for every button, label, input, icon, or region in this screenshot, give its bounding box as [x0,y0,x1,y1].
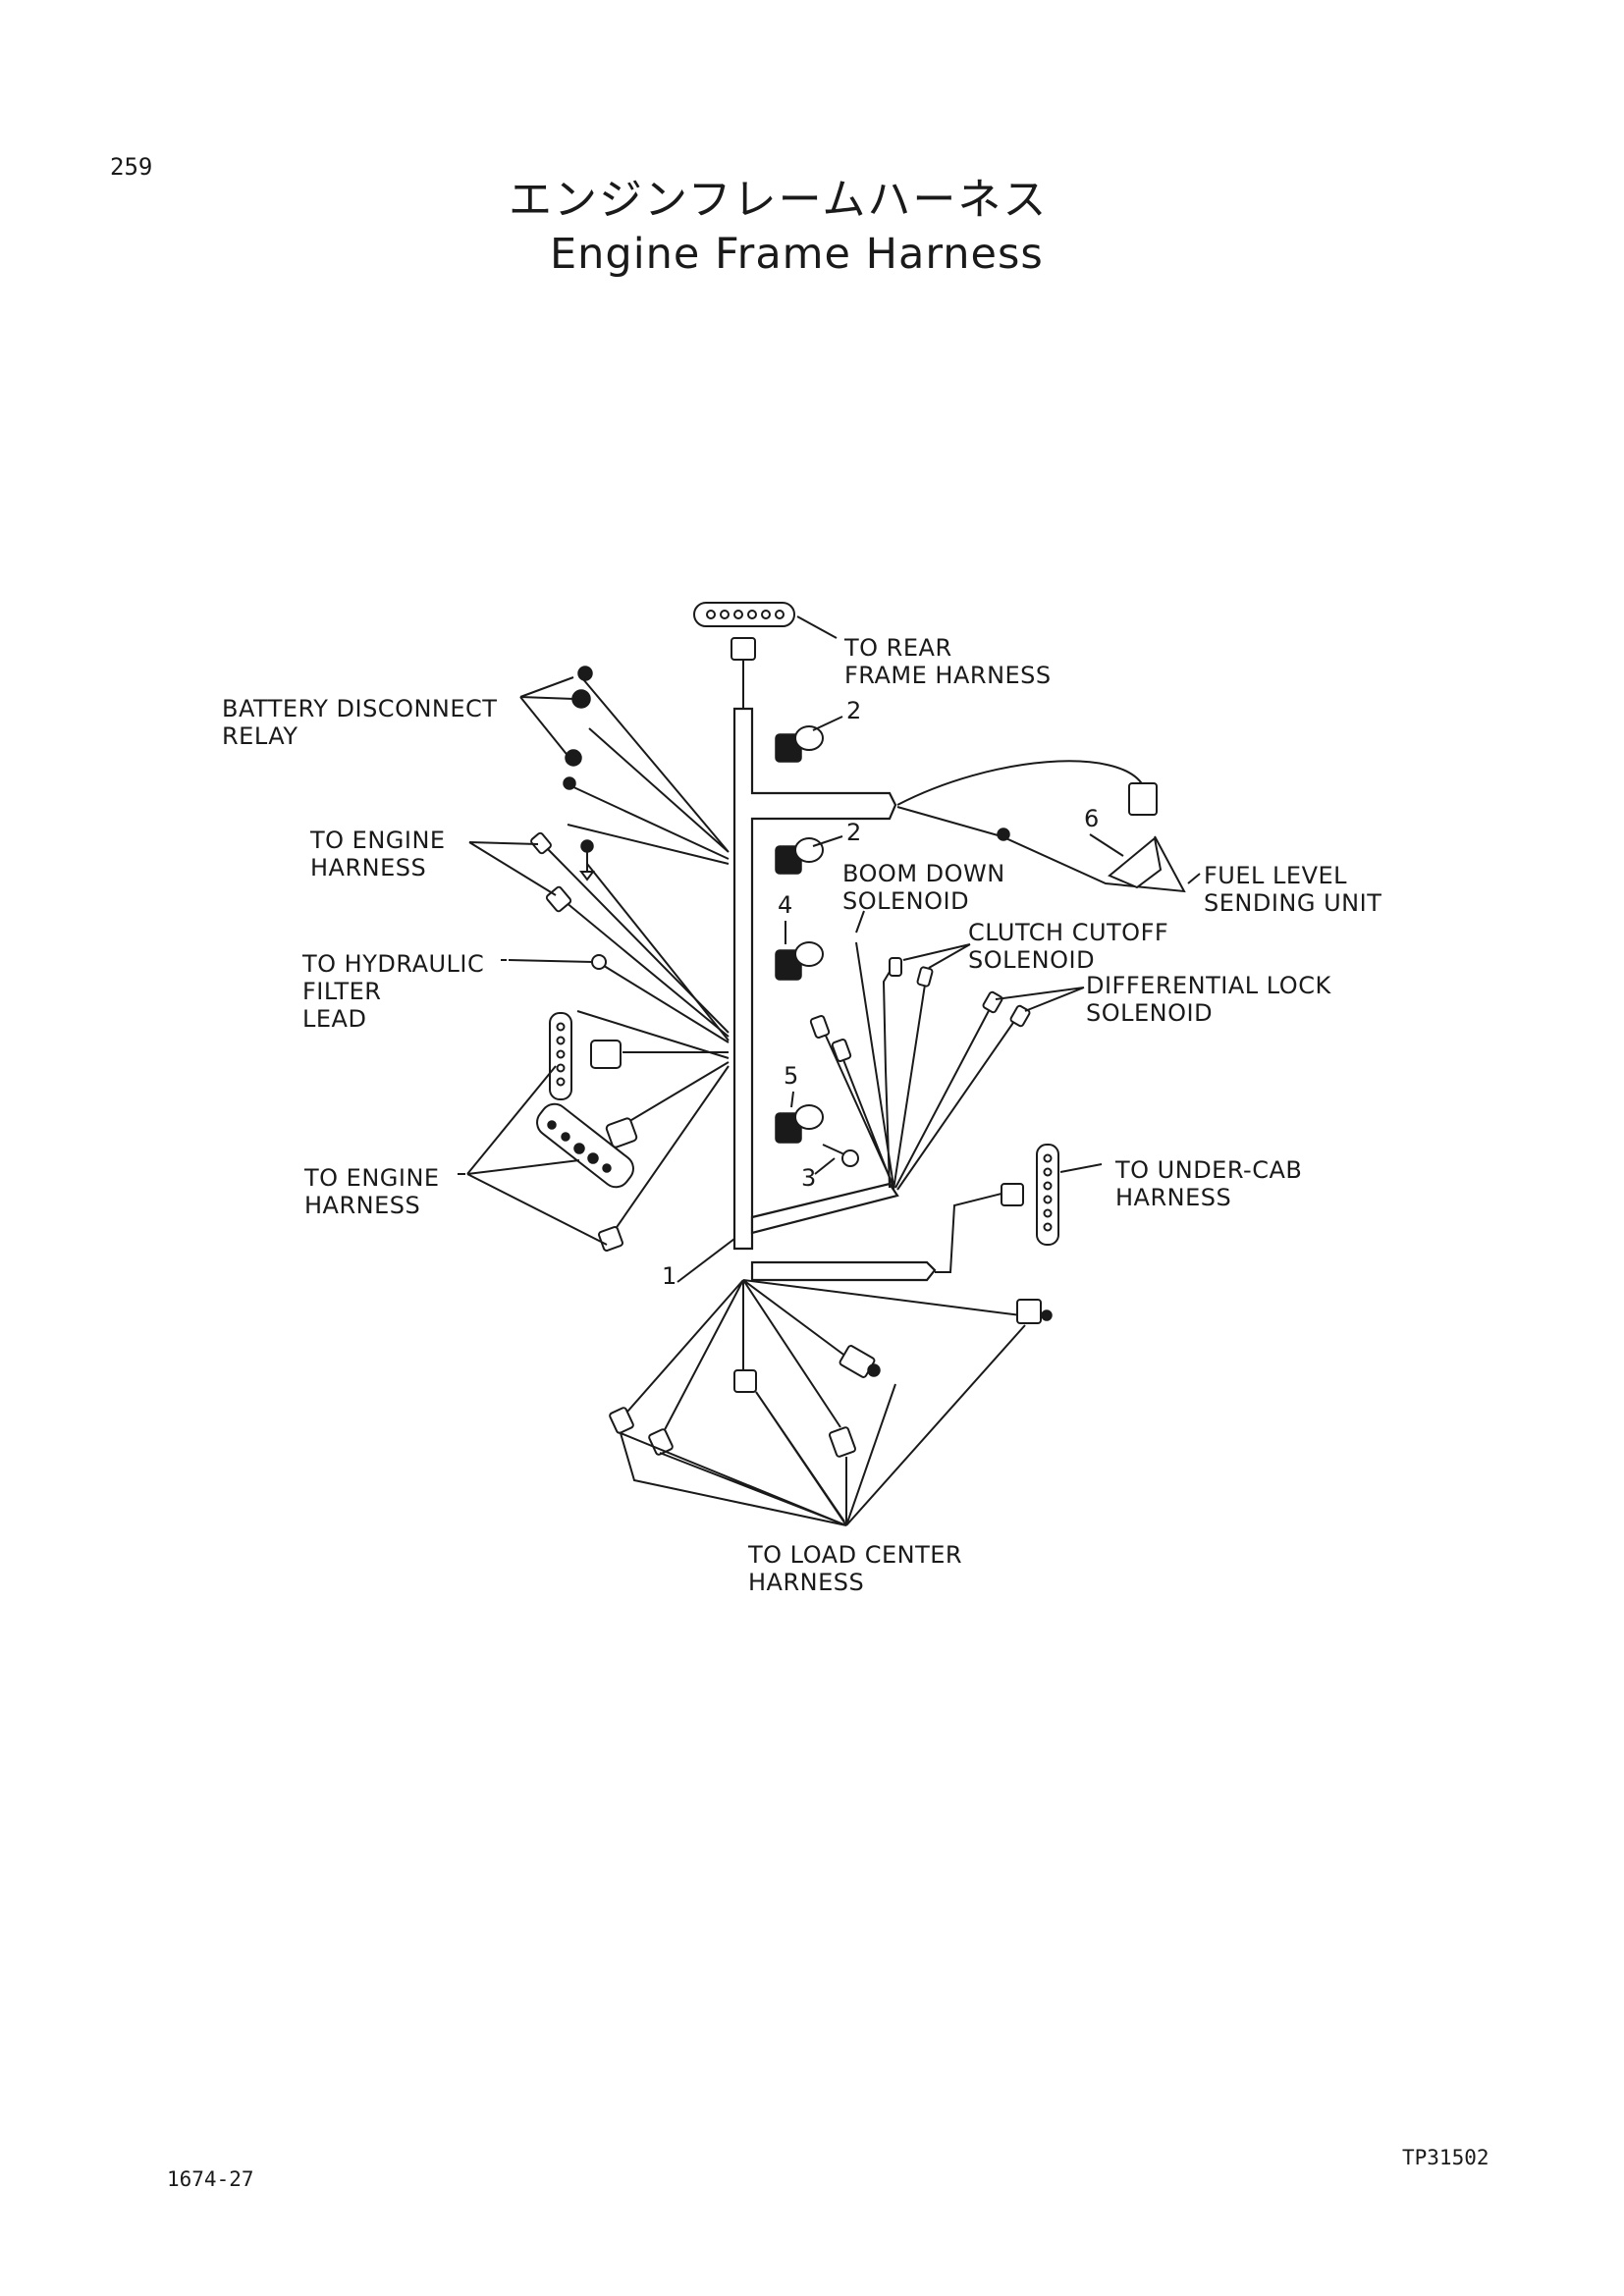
wire-engine-bottom [576,1010,730,1234]
connector-load-3 [733,1369,757,1393]
page-number: 259 [110,153,153,181]
connector-load-6 [1016,1299,1042,1324]
wire-engine-harness-top [542,843,730,1038]
leader-rear-frame [796,615,838,639]
connector-rear-frame [693,602,795,627]
connector-engine-top-1 [530,831,552,855]
footer-part-code: TP31502 [1402,2146,1489,2169]
wire-load-center [620,1279,1022,1440]
connector-boom-2 [831,1039,852,1062]
harness-trunk [732,707,897,1251]
relay-terminal-2 [571,689,591,709]
connector-engine-bottom-3 [598,1226,623,1252]
callout-4: 4 [778,891,793,919]
connector-clutch-2 [916,966,934,988]
connector-boom-1 [809,1015,831,1039]
leader-load-center [619,1324,1026,1526]
leader-callout-1 [677,1238,735,1283]
connector-square [731,637,756,661]
leader-engine-bottom [466,1065,608,1246]
callout-1: 1 [662,1262,677,1290]
connector-block-upper [549,1012,572,1100]
solenoid-2a [775,725,824,763]
leader-hydraulic [508,959,594,963]
wire-fuel-level [896,760,1186,893]
leader-boom-down [855,910,865,934]
callout-3: 3 [801,1164,817,1192]
leader-battery-relay [519,696,575,700]
relay-terminal-1 [577,666,593,681]
solenoid-4 [775,941,824,981]
connector-undercab [1036,1144,1059,1246]
connector-pins [706,610,785,619]
callout-2a: 2 [846,697,862,724]
connector-engine-bottom-2 [605,1117,638,1148]
connector-engine-top-2 [545,885,572,913]
solenoid-2b [775,837,824,875]
connector-load-2 [648,1428,674,1456]
wire-hydraulic-filter [600,963,730,1043]
leader-differential [995,987,1085,1012]
connector-load-4 [829,1426,856,1458]
connector-diff-1 [982,990,1003,1014]
callout-6: 6 [1084,805,1100,832]
connector-fuel-mid [997,828,1010,841]
connector-engine-square [590,1040,622,1069]
wire-under-cab [935,1193,1002,1273]
relay-terminal-3 [565,749,582,767]
title-english: Engine Frame Harness [550,230,1044,279]
connector-clutch-1 [889,957,902,977]
fuel-sending-unit [1108,836,1163,889]
wire-battery-relay [567,678,730,865]
sensor-plug [579,852,595,881]
connector-load-1 [609,1407,634,1434]
connector-fuel-top [1128,782,1158,816]
harness-undercab-branch [750,1260,937,1282]
leader-under-cab [1059,1163,1103,1173]
footer-drawing-number: 1674-27 [167,2167,254,2191]
sensor-3 [822,1144,859,1167]
relay-terminal-4 [563,776,576,790]
connector-hydraulic [591,954,607,970]
solenoid-5 [775,1104,824,1144]
leader-clutch [902,943,971,969]
title-japanese: エンジンフレームハーネス [509,175,1049,225]
callout-5: 5 [784,1062,799,1090]
connector-diff-2 [1009,1004,1031,1028]
callout-2b: 2 [846,819,862,846]
connector-undercab-plug [1001,1183,1024,1206]
wire-solenoids [820,941,1018,1191]
harness-diagonal-branch [750,1182,899,1235]
